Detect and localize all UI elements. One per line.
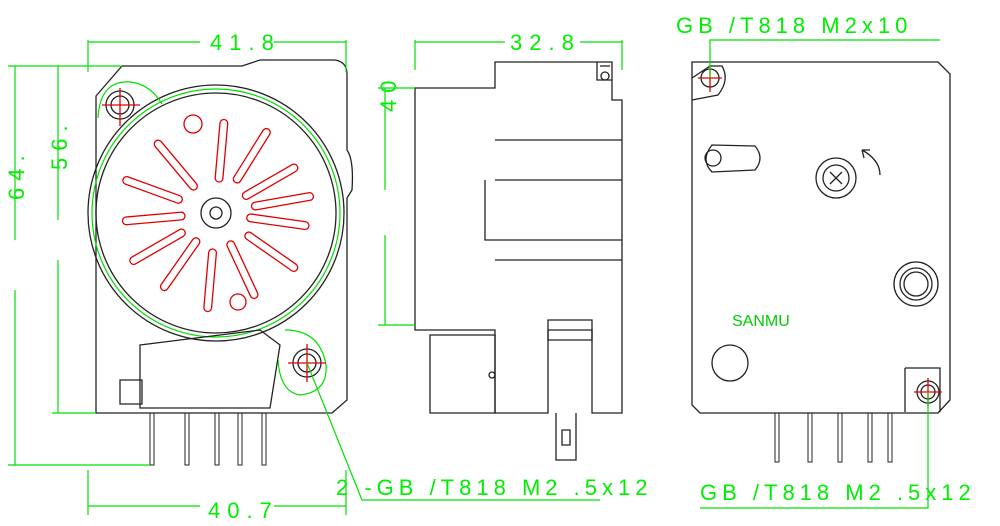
- terminal-pin: [184, 412, 190, 466]
- terminal-pins: [149, 412, 267, 466]
- terminal-pin: [867, 412, 873, 463]
- rotor-slot: [204, 249, 216, 311]
- rotor-slot: [130, 229, 185, 264]
- back-view: SANMU GB /T818 M2x10 GB /T818 M2 .5x12: [676, 13, 976, 509]
- brand-label: SANMU: [732, 313, 790, 330]
- terminal-pin: [807, 412, 813, 463]
- rotor-slot: [161, 238, 200, 290]
- side-view: 32.8 40: [376, 30, 623, 461]
- rotor-slot: [245, 232, 298, 271]
- dim-41-8: 41.8: [210, 30, 281, 55]
- front-view: 41.8 40.7 64. 56. 2 -GB /T818 M2 .5x12: [4, 30, 652, 523]
- dim-64: 64.: [4, 148, 29, 200]
- terminal-pin: [149, 412, 155, 466]
- terminal-pin: [214, 412, 220, 466]
- rotor-slots: [121, 118, 315, 313]
- callout-front-screws: 2 -GB /T818 M2 .5x12: [336, 475, 652, 500]
- terminal-pin: [237, 412, 243, 466]
- dim-40: 40: [376, 74, 401, 112]
- rotor-slot: [227, 241, 258, 298]
- dim-56: 56.: [47, 118, 72, 170]
- rotor-slot: [252, 193, 313, 210]
- terminal-pin: [837, 412, 843, 463]
- rotor-slot: [243, 164, 298, 199]
- terminal-pins-back: [774, 412, 893, 463]
- rotor-slot: [123, 177, 182, 203]
- rotor-slot: [215, 120, 228, 182]
- rotor-slot: [154, 140, 197, 190]
- callout-bottom-right-screw: GB /T818 M2 .5x12: [700, 480, 976, 505]
- rotor-slot: [247, 214, 309, 229]
- terminal-pin: [887, 412, 893, 463]
- terminal-pin: [774, 412, 780, 463]
- dim-40-7: 40.7: [208, 498, 279, 523]
- rotor-slot: [233, 129, 270, 183]
- terminal-pin: [261, 412, 267, 466]
- rotor-slot: [123, 212, 185, 225]
- callout-top-right-screw: GB /T818 M2x10: [676, 13, 912, 38]
- dim-32-8: 32.8: [510, 30, 581, 55]
